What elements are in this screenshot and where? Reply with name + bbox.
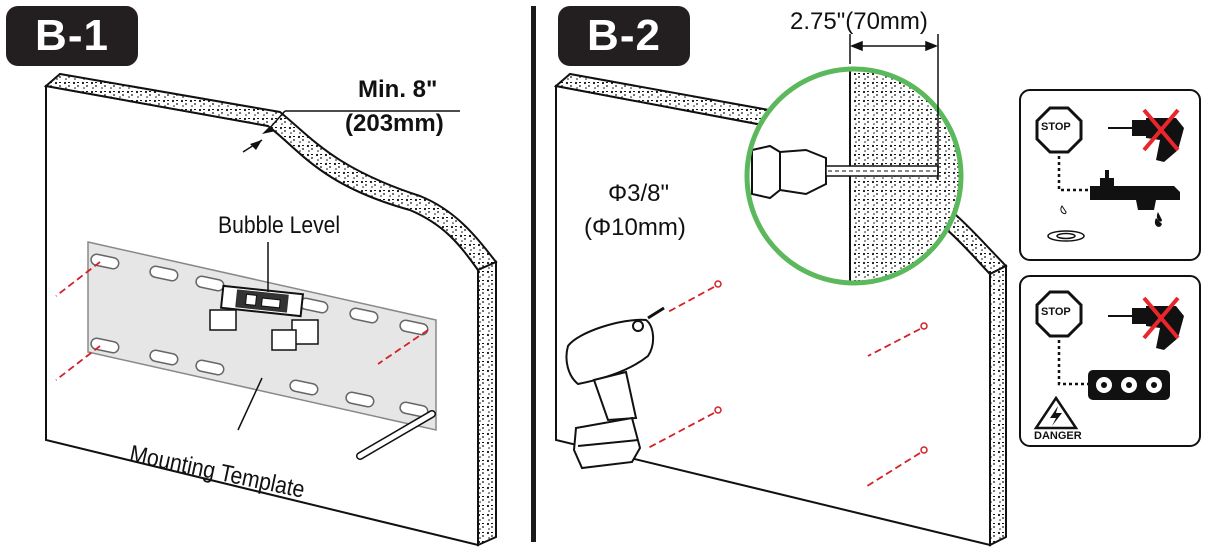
warning-box-water	[1019, 89, 1201, 261]
panel-divider	[531, 6, 536, 542]
drill-diameter-inch-label: Φ3/8"	[608, 180, 670, 207]
mounting-template	[87, 241, 437, 431]
stop-sign-icon	[1035, 106, 1083, 154]
drill-diameter-mm-label: (Φ10mm)	[584, 214, 686, 241]
step-badge-b2: B-2	[558, 6, 690, 66]
drill-icon	[1108, 108, 1184, 162]
stop-sign-icon	[1035, 290, 1083, 338]
bubble-level-label: Bubble Level	[218, 212, 341, 239]
stop-label-1: STOP	[1041, 121, 1071, 133]
danger-electric-icon	[1033, 395, 1079, 430]
power-drill-icon	[565, 306, 665, 470]
warning-box-electric	[1019, 275, 1201, 447]
wall-illustration-b2	[553, 34, 1201, 547]
stop-label-2: STOP	[1041, 306, 1071, 318]
power-outlet-icon	[1088, 370, 1170, 400]
water-tap-icon	[1047, 170, 1180, 242]
wall-right-edge	[989, 264, 1007, 547]
wall-illustration-b1	[43, 72, 498, 547]
step-badge-b1: B-1	[6, 6, 138, 66]
step-b1-panel: B-1 Min. 8" (203mm) Bubble Level Mountin…	[0, 0, 530, 551]
min-distance-inch-label: Min. 8"	[358, 76, 438, 103]
bubble-level-icon	[209, 284, 319, 351]
drill-depth-label: 2.75"(70mm)	[790, 8, 928, 35]
pencil-icon	[356, 410, 436, 460]
drill-icon	[1108, 296, 1184, 350]
min-distance-mm-label: (203mm)	[345, 110, 444, 137]
wall-right-edge	[477, 260, 497, 547]
danger-label: DANGER	[1034, 430, 1082, 442]
step-b2-panel: B-2 2.75"(70mm) Φ3/8" (Φ10mm) STOP STOP …	[538, 0, 1206, 551]
